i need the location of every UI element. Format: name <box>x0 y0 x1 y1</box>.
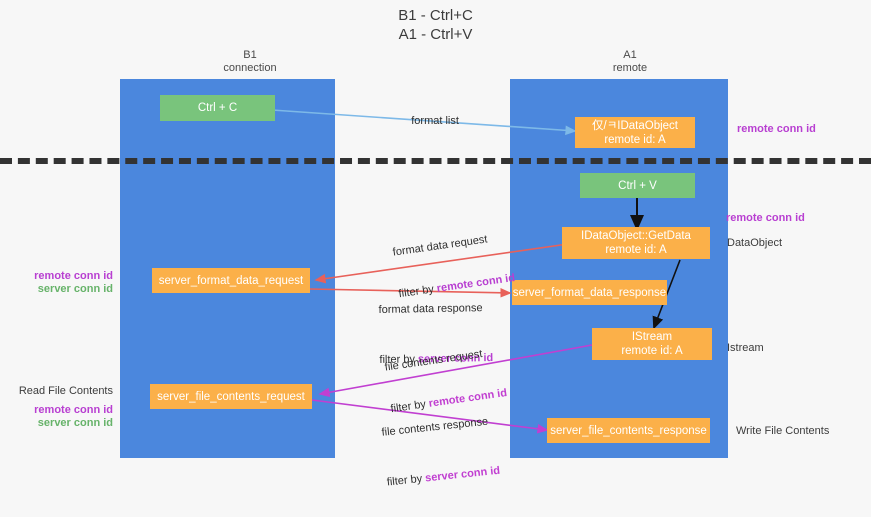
node-label: server_file_contents_response <box>550 424 707 437</box>
annotation-left-server-conn-id-2: server conn id <box>37 417 113 429</box>
node-ctrl-v[interactable]: Ctrl + V <box>580 173 695 198</box>
edge-label-line1: format data request <box>392 233 489 259</box>
annotation-right-istream: Istream <box>727 342 764 354</box>
edge-label-format-list: format list <box>399 100 459 142</box>
edge-label-line1: file contents response <box>381 415 489 439</box>
node-istream[interactable]: IStream remote id: A <box>592 328 712 360</box>
node-label: 仅/ㅋIDataObject <box>592 119 678 132</box>
node-sublabel: remote id: A <box>605 244 667 256</box>
annotation-right-dataobject: DataObject <box>727 237 783 249</box>
edge-label-prefix: filter by <box>386 472 426 489</box>
column-header-a1: A1 remote <box>612 49 648 74</box>
phase-divider <box>0 158 871 164</box>
node-sublabel: remote id: A <box>604 133 666 146</box>
column-header-b1: B1 connection <box>223 49 277 74</box>
annotation-right-remote-conn-id-1: remote conn id <box>737 123 816 135</box>
node-ctrl-c[interactable]: Ctrl + C <box>160 95 275 121</box>
node-label: Ctrl + V <box>618 179 657 192</box>
node-idataobject-getdata[interactable]: IDataObject::GetData remote id: A <box>562 227 710 259</box>
edge-label-highlight: server conn id <box>424 464 501 485</box>
edge-label-line1: format list <box>411 115 459 127</box>
annotation-left-server-conn-id-1: server conn id <box>37 283 113 295</box>
node-server-format-data-request[interactable]: server_format_data_request <box>152 268 310 293</box>
node-server-file-contents-request[interactable]: server_file_contents_request <box>150 384 312 409</box>
annotation-right-write-file-contents: Write File Contents <box>736 425 830 437</box>
annotation-right-remote-conn-id-2: remote conn id <box>726 212 805 224</box>
page-title: B1 - Ctrl+C A1 - Ctrl+V <box>398 7 473 43</box>
node-label: server_file_contents_request <box>157 390 305 403</box>
edge-label-line1: file contents request <box>384 348 484 374</box>
edge-label-line2: filter by server conn id <box>386 464 501 490</box>
diagram-canvas: B1 - Ctrl+C A1 - Ctrl+V B1 connection A1… <box>0 7 871 489</box>
node-idataobject[interactable]: 仅/ㅋIDataObject remote id: A <box>575 117 695 148</box>
annotation-left-read-file-contents: Read File Contents <box>18 385 113 397</box>
edge-label-line1: format data response <box>378 302 483 316</box>
node-label: IDataObject::GetData <box>581 230 691 242</box>
edge-label-file-contents-response: file contents response filter by server … <box>378 386 504 517</box>
annotation-left-remote-conn-id-2: remote conn id <box>34 404 113 416</box>
node-label: IStream <box>631 331 673 343</box>
node-label: Ctrl + C <box>197 102 238 114</box>
node-server-format-data-response[interactable]: server_format_data_response <box>512 280 667 305</box>
node-server-file-contents-response[interactable]: server_file_contents_response <box>547 418 710 443</box>
node-sublabel: remote id: A <box>621 345 683 357</box>
node-label: server_format_data_response <box>512 286 667 299</box>
annotation-left-remote-conn-id-1: remote conn id <box>34 270 113 282</box>
node-label: server_format_data_request <box>158 274 304 287</box>
